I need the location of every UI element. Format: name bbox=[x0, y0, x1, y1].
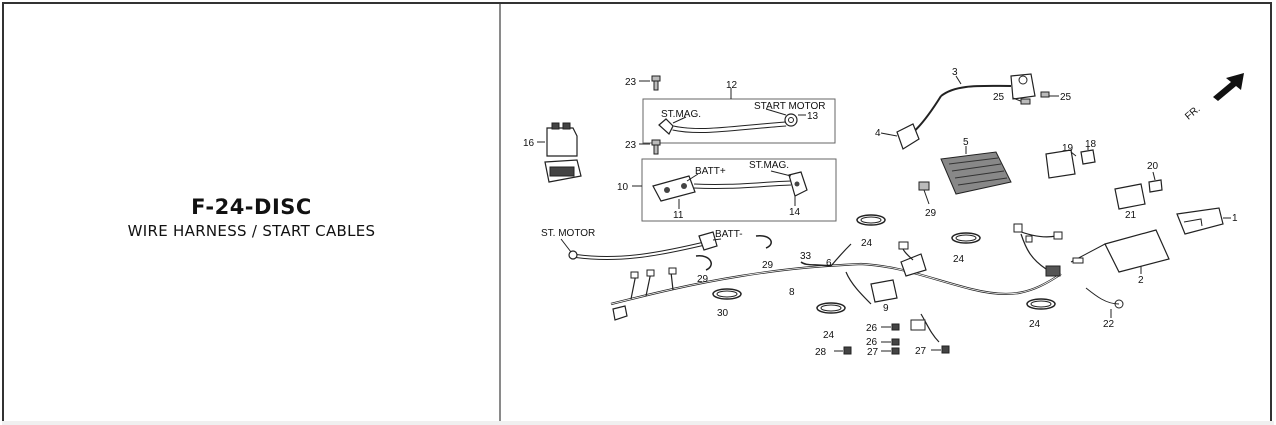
part-number-3: 3 bbox=[952, 67, 958, 78]
part-number-11: 11 bbox=[673, 210, 684, 221]
clip-29-b bbox=[695, 255, 712, 271]
part-number-16: 16 bbox=[523, 138, 535, 149]
clamp-24-d bbox=[1026, 298, 1056, 310]
bottom-strip bbox=[2, 421, 1274, 425]
small-fasteners bbox=[834, 323, 950, 355]
title-panel: F-24-DISC WIRE HARNESS / START CABLES bbox=[4, 4, 499, 421]
callout-batt-plus: BATT+ bbox=[695, 166, 726, 177]
diagram-title: WIRE HARNESS / START CABLES bbox=[127, 222, 376, 240]
relay-19 bbox=[1045, 149, 1077, 179]
clip-29-a bbox=[755, 235, 772, 249]
regulator-rectifier bbox=[918, 146, 1012, 205]
part-number-5: 5 bbox=[963, 137, 969, 148]
fuse-box bbox=[1114, 171, 1163, 210]
callout-st-mag-top: ST.MAG. bbox=[661, 109, 701, 120]
panel-divider bbox=[499, 4, 501, 421]
part-number-24-c: 24 bbox=[823, 330, 835, 341]
part-number-14: 14 bbox=[789, 207, 801, 218]
clamp-24-a bbox=[856, 214, 886, 226]
direction-label: FR. bbox=[1183, 104, 1202, 123]
part-number-28: 28 bbox=[815, 347, 827, 358]
main-wire-harness bbox=[610, 223, 1063, 343]
part-number-27-a: 27 bbox=[867, 347, 879, 358]
callout-st-mag-bottom: ST.MAG. bbox=[749, 160, 789, 171]
part-number-2: 2 bbox=[1138, 275, 1144, 286]
callout-start-motor: START MOTOR bbox=[754, 101, 826, 112]
part-number-25-a: 25 bbox=[993, 92, 1005, 103]
clamp-24-c bbox=[816, 302, 846, 314]
part-number-25-b: 25 bbox=[1060, 92, 1072, 103]
clamp-30 bbox=[712, 288, 742, 300]
callout-st-motor: ST. MOTOR bbox=[541, 228, 595, 239]
part-number-29-a: 29 bbox=[925, 208, 937, 219]
part-number-13: 13 bbox=[807, 111, 819, 122]
clamp-24-b bbox=[951, 232, 981, 244]
part-number-23-top: 23 bbox=[625, 77, 637, 88]
starter-ground-cable bbox=[560, 231, 722, 261]
fuse-18 bbox=[1080, 146, 1096, 165]
part-number-10: 10 bbox=[617, 182, 629, 193]
diagram-code: F-24-DISC bbox=[191, 195, 312, 219]
part-number-1: 1 bbox=[1232, 213, 1238, 224]
part-number-8: 8 bbox=[789, 287, 795, 298]
part-number-18: 18 bbox=[1085, 139, 1097, 150]
part-number-6: 6 bbox=[826, 258, 832, 269]
part-number-26-b: 26 bbox=[866, 337, 878, 348]
front-direction-arrow: FR. bbox=[1183, 73, 1244, 122]
part-number-26-a: 26 bbox=[866, 323, 878, 334]
part-number-24-a: 24 bbox=[861, 238, 873, 249]
start-cable-box bbox=[642, 88, 836, 144]
part-number-29-c: 29 bbox=[697, 274, 709, 285]
part-number-21: 21 bbox=[1125, 210, 1137, 221]
part-number-33: 33 bbox=[800, 251, 812, 262]
bolt-23-bottom bbox=[639, 139, 661, 155]
part-number-30: 30 bbox=[717, 308, 729, 319]
part-number-20: 20 bbox=[1147, 161, 1159, 172]
part-number-27-b: 27 bbox=[915, 346, 927, 357]
callout-batt-minus: BATT- bbox=[715, 229, 743, 240]
cable-tie bbox=[1085, 287, 1124, 318]
part-number-4: 4 bbox=[875, 128, 881, 139]
part-number-24-b: 24 bbox=[953, 254, 965, 265]
ecu-unit bbox=[1176, 207, 1231, 235]
part-number-12: 12 bbox=[726, 80, 738, 91]
bolt-23-top bbox=[639, 75, 661, 91]
part-number-22: 22 bbox=[1103, 319, 1115, 330]
part-number-23-bottom: 23 bbox=[625, 140, 637, 151]
starter-relay bbox=[537, 122, 582, 183]
part-number-24-d: 24 bbox=[1029, 319, 1041, 330]
control-unit bbox=[1070, 229, 1170, 274]
ignition-coil bbox=[880, 73, 1059, 150]
parts-diagram: FR. bbox=[523, 67, 1244, 358]
part-number-29-b: 29 bbox=[762, 260, 774, 271]
part-number-19: 19 bbox=[1062, 143, 1074, 154]
battery-cable-box bbox=[632, 158, 837, 222]
part-number-9: 9 bbox=[883, 303, 889, 314]
